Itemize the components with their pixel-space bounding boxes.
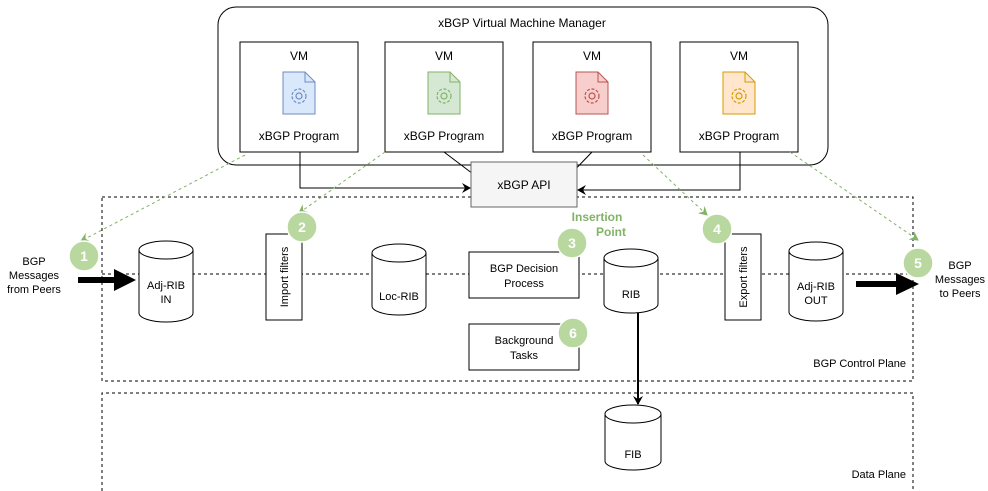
xbgp-program-label: xBGP Program bbox=[259, 129, 339, 143]
program-file-icon bbox=[427, 71, 461, 115]
adj-rib-out-cylinder: Adj-RIB OUT bbox=[788, 241, 844, 322]
xbgp-program-label: xBGP Program bbox=[699, 129, 779, 143]
svg-text:Background: Background bbox=[495, 335, 554, 347]
xbgp-api-box bbox=[470, 161, 578, 208]
svg-text:Loc-RIB: Loc-RIB bbox=[379, 291, 419, 303]
svg-text:Adj-RIB: Adj-RIB bbox=[147, 280, 185, 292]
data-plane-label: Data Plane bbox=[852, 469, 906, 481]
program-file-icon bbox=[282, 71, 316, 115]
vm-header: VM bbox=[583, 49, 601, 63]
input-arrow bbox=[78, 269, 136, 291]
program-file-icon bbox=[575, 71, 609, 115]
svg-text:RIB: RIB bbox=[622, 289, 640, 301]
vm-box-3: VM xBGP Program bbox=[532, 41, 652, 153]
vm-header: VM bbox=[435, 49, 453, 63]
insertion-arrow-1 bbox=[80, 154, 246, 242]
vm-header: VM bbox=[730, 49, 748, 63]
import-filters-box: Import filters bbox=[265, 233, 303, 321]
xbgp-program-label: xBGP Program bbox=[404, 129, 484, 143]
vm-box-4: VM xBGP Program bbox=[679, 41, 799, 153]
svg-text:Point: Point bbox=[596, 225, 626, 239]
svg-text:IN: IN bbox=[161, 294, 172, 306]
adj-rib-in-cylinder: Adj-RIB IN bbox=[138, 240, 194, 323]
step-badge-4: 4 bbox=[701, 213, 733, 245]
vm-box-2: VM xBGP Program bbox=[384, 41, 504, 153]
svg-text:Adj-RIB: Adj-RIB bbox=[797, 281, 835, 293]
bgp-out-label: BGP Messages to Peers bbox=[935, 260, 986, 300]
rib-cylinder: RIB bbox=[603, 248, 659, 314]
svg-text:3: 3 bbox=[568, 235, 576, 251]
svg-text:BGP Decision: BGP Decision bbox=[490, 263, 558, 275]
bgp-in-label: BGP Messages from Peers bbox=[7, 256, 61, 296]
svg-text:Insertion: Insertion bbox=[572, 210, 623, 224]
fib-cylinder: FIB bbox=[604, 404, 662, 471]
svg-text:BGP: BGP bbox=[22, 256, 45, 268]
insertion-arrow-4 bbox=[642, 154, 708, 216]
program-file-icon bbox=[722, 71, 756, 115]
svg-text:Messages: Messages bbox=[9, 270, 60, 282]
output-arrow bbox=[856, 273, 919, 295]
svg-text:2: 2 bbox=[298, 219, 306, 235]
step-badge-1: 1 bbox=[68, 240, 100, 272]
decision-process-box: BGP Decision Process bbox=[468, 251, 580, 299]
svg-text:Tasks: Tasks bbox=[510, 350, 539, 362]
svg-text:Import filters: Import filters bbox=[279, 246, 291, 307]
svg-text:Messages: Messages bbox=[935, 274, 986, 286]
svg-text:OUT: OUT bbox=[804, 295, 828, 307]
svg-text:Process: Process bbox=[504, 278, 544, 290]
svg-text:6: 6 bbox=[569, 325, 577, 341]
svg-text:FIB: FIB bbox=[624, 449, 641, 461]
vm-header: VM bbox=[290, 49, 308, 63]
svg-text:Export filters: Export filters bbox=[738, 246, 750, 308]
svg-text:5: 5 bbox=[914, 255, 922, 271]
step-badge-5: 5 bbox=[902, 247, 934, 279]
step-badge-2: 2 bbox=[286, 211, 318, 243]
background-tasks-box: Background Tasks bbox=[468, 323, 580, 371]
control-plane-region bbox=[101, 196, 914, 382]
svg-text:to Peers: to Peers bbox=[940, 288, 981, 300]
export-filters-box: Export filters bbox=[724, 233, 762, 321]
step-badge-6: 6 bbox=[557, 317, 589, 349]
svg-text:BGP: BGP bbox=[948, 260, 971, 272]
insertion-arrow-5 bbox=[789, 151, 919, 241]
vm-box-1: VM xBGP Program bbox=[239, 41, 359, 153]
insertion-point-label: Insertion Point bbox=[572, 210, 626, 239]
svg-text:from Peers: from Peers bbox=[7, 284, 61, 296]
svg-text:4: 4 bbox=[713, 221, 721, 237]
xbgp-program-label: xBGP Program bbox=[552, 129, 632, 143]
vm4-api-connector bbox=[577, 152, 741, 195]
vm1-api-connector bbox=[299, 152, 471, 193]
svg-text:1: 1 bbox=[80, 248, 88, 264]
step-badge-3: 3 bbox=[556, 227, 588, 259]
vm-manager-title: xBGP Virtual Machine Manager bbox=[438, 16, 606, 30]
control-plane-label: BGP Control Plane bbox=[813, 358, 906, 370]
data-plane-region bbox=[101, 392, 914, 491]
loc-rib-cylinder: Loc-RIB bbox=[371, 243, 427, 316]
xbgp-api-label: xBGP API bbox=[497, 178, 550, 192]
